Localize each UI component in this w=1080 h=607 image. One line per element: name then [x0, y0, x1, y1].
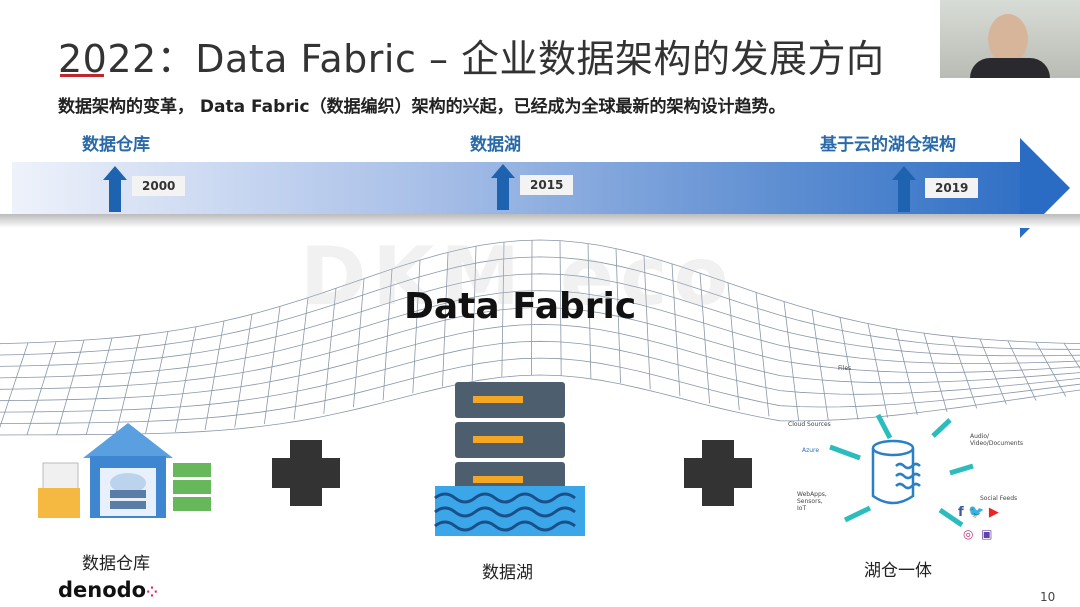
mesh-line: [56, 340, 85, 435]
social-icons-row2: ◎ ▣: [963, 527, 992, 541]
mesh-line: [559, 240, 562, 376]
presenter-face: [988, 14, 1028, 64]
mesh-line: [895, 328, 918, 416]
year-badge: 2019: [925, 178, 979, 198]
lakehouse-database-icon: [871, 439, 921, 505]
mesh-line: [699, 273, 710, 404]
mesh-line: [755, 292, 770, 417]
mesh-line: [615, 248, 621, 384]
up-arrow-icon: [103, 166, 127, 212]
mesh-line: [0, 357, 1080, 424]
caption-lakehouse: 湖仓一体: [864, 561, 932, 581]
mesh-line: [382, 269, 393, 401]
source-label-media: Audio/ Video/Documents: [970, 433, 1024, 447]
mesh-line: [1035, 342, 1067, 397]
mesh-line: [323, 288, 337, 414]
source-label-webapps: WebApps, Sensors, IoT: [797, 491, 827, 512]
mesh-line: [867, 323, 889, 418]
mesh-line: [0, 374, 1080, 436]
denodo-logo: denodo⁘: [58, 578, 158, 602]
source-label-azure: Azure: [802, 447, 820, 454]
mesh-line: [501, 241, 505, 377]
source-label-social: Social Feeds: [980, 495, 1018, 502]
watermark: DKM eco: [300, 230, 735, 323]
youtube-icon: ▶: [988, 505, 999, 520]
caption-lake: 数据湖: [482, 563, 533, 583]
logo-dots: ⁘: [146, 585, 158, 601]
mesh-line: [671, 263, 681, 397]
mesh-line: [442, 252, 449, 387]
data-warehouse-icon: [38, 423, 211, 518]
title-accent-line: [60, 74, 104, 77]
mesh-line: [0, 307, 1080, 390]
mesh-line: [26, 341, 57, 435]
page-number: 10: [1040, 590, 1056, 604]
mesh-line: [923, 333, 948, 413]
mesh-line: [353, 278, 365, 408]
mesh-line: [979, 338, 1007, 405]
up-arrow-icon: [892, 166, 916, 212]
caption-warehouse: 数据仓库: [82, 554, 150, 574]
twitch-icon: ▣: [981, 527, 993, 541]
mesh-line: [0, 239, 1080, 344]
mesh-line: [115, 335, 141, 434]
source-label-cloud: Cloud Sources: [788, 421, 831, 428]
mesh-line: [174, 326, 197, 432]
year-badge: 2015: [520, 175, 574, 195]
slide-subtitle: 数据架构的变革， Data Fabric（数据编织）架构的兴起，已经成为全球最新…: [58, 97, 786, 117]
mesh-line: [783, 301, 800, 421]
mesh-line: [204, 320, 225, 431]
denodo-logo-text: denodo: [58, 578, 147, 602]
twitter-icon: 🐦: [968, 505, 985, 520]
mesh-line: [0, 290, 1080, 379]
year-badge: 2000: [132, 176, 186, 196]
mesh-line: [951, 336, 978, 409]
mesh-line: [145, 331, 169, 434]
mesh-line: [587, 243, 592, 379]
mesh-line: [0, 342, 29, 429]
mesh-line: [85, 337, 113, 435]
lakehouse-arrows: [829, 413, 974, 528]
webcam-video: [940, 0, 1080, 78]
presenter-body: [970, 58, 1050, 78]
mesh-line: [727, 282, 740, 411]
mesh-line: [839, 317, 859, 420]
up-arrow-icon: [491, 164, 515, 210]
timeline-shadow: [0, 214, 1080, 228]
data-lake-icon: [434, 382, 585, 536]
mesh-line: [264, 306, 281, 424]
instagram-icon: ◎: [963, 527, 974, 541]
mesh-line: [412, 260, 421, 394]
mesh-line: [234, 314, 253, 428]
mesh-line: [0, 273, 1080, 367]
mesh-line: [0, 323, 1080, 402]
mesh-line: [0, 256, 1080, 356]
facebook-icon: f: [958, 505, 964, 520]
mesh-line: [1007, 340, 1037, 401]
mesh-line: [811, 309, 829, 421]
era-label-lake: 数据湖: [470, 135, 521, 155]
fabric-title: Data Fabric: [404, 286, 637, 327]
slide-title: 2022：Data Fabric – 企业数据架构的发展方向: [58, 37, 885, 81]
era-label-warehouse: 数据仓库: [82, 135, 150, 155]
era-label-lakehouse: 基于云的湖仓架构: [820, 135, 956, 155]
social-icons: f 🐦 ▶: [958, 505, 999, 520]
fabric-mesh-graphic: [0, 239, 1080, 436]
source-label-files: Files: [838, 365, 852, 372]
mesh-line: [293, 297, 309, 420]
mesh-line: [471, 246, 477, 381]
mesh-line: [643, 255, 651, 390]
plus-icon: [684, 458, 752, 488]
plus-icon: [272, 458, 340, 488]
